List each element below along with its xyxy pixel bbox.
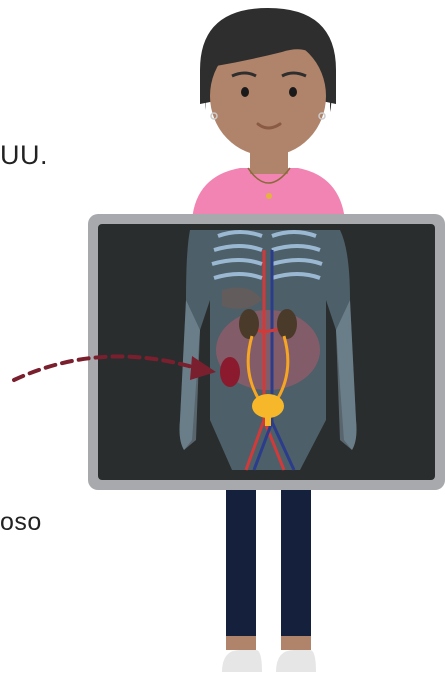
person-head xyxy=(200,8,336,199)
shoes xyxy=(222,636,316,672)
person-legs xyxy=(226,470,311,638)
highlighted-kidney xyxy=(220,357,240,387)
